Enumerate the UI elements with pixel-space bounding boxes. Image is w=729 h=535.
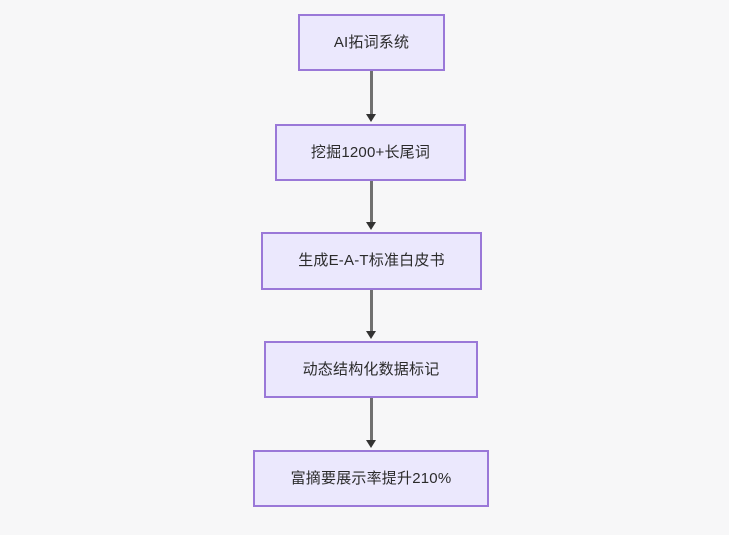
flow-node-label: 挖掘1200+长尾词 [310,143,431,161]
flow-connector-4 [370,398,373,442]
flow-connector-1 [370,71,373,116]
flow-connector-2 [370,181,373,224]
flow-arrowhead-3 [366,331,376,339]
flow-arrowhead-4 [366,440,376,448]
flow-connector-3 [370,290,373,333]
flow-node-dynamic-structured-data-markup[interactable]: 动态结构化数据标记 [264,341,478,398]
flow-node-generate-eat-whitepaper[interactable]: 生成E-A-T标准白皮书 [261,232,482,290]
flow-node-mine-longtail-keywords[interactable]: 挖掘1200+长尾词 [275,124,466,181]
flow-arrowhead-2 [366,222,376,230]
flow-node-label: AI拓词系统 [333,33,410,51]
flow-node-label: 富摘要展示率提升210% [290,469,452,487]
flow-node-label: 生成E-A-T标准白皮书 [298,252,445,269]
flow-node-label: 动态结构化数据标记 [302,360,440,378]
flow-node-rich-snippet-impression-lift[interactable]: 富摘要展示率提升210% [253,450,489,507]
flow-arrowhead-1 [366,114,376,122]
flow-node-ai-keyword-system[interactable]: AI拓词系统 [298,14,445,71]
